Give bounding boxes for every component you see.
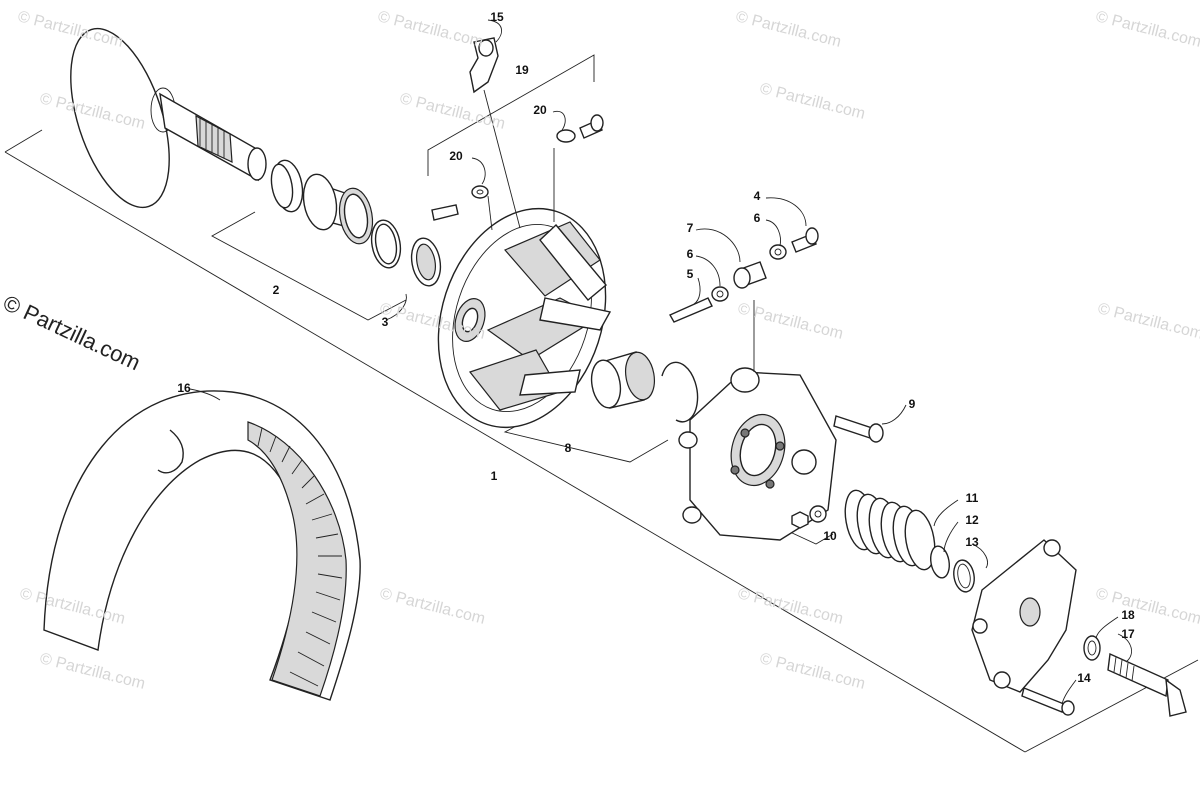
- callout-4: 4: [753, 189, 761, 203]
- assembly-bracket: [4, 129, 1199, 753]
- callout-17: 17: [1121, 627, 1135, 641]
- bolt-17: [1083, 635, 1187, 717]
- rings-12-13: [930, 545, 975, 593]
- spring: [844, 489, 936, 571]
- callout-12: 12: [965, 513, 979, 527]
- callout-10: 10: [823, 529, 837, 543]
- cover-plate: [678, 300, 837, 541]
- callout-14: 14: [1077, 671, 1091, 685]
- bushing-stack: [270, 159, 442, 287]
- roller-stack: [669, 227, 819, 323]
- callout-9: 9: [908, 397, 916, 411]
- callout-11: 11: [965, 491, 979, 505]
- callout-7: 7: [686, 221, 694, 235]
- callout-13: 13: [965, 535, 979, 549]
- callout-2: 2: [272, 283, 280, 297]
- callout-20-left: 20: [449, 149, 463, 163]
- cam-weight: [469, 37, 521, 229]
- bracket-2: [211, 211, 407, 321]
- leader-lines: [189, 19, 1133, 705]
- callout-6-right: 6: [753, 211, 761, 225]
- callout-5: 5: [686, 267, 694, 281]
- callout-8: 8: [564, 441, 572, 455]
- bolt-9: [833, 415, 884, 443]
- callout-15: 15: [490, 10, 504, 24]
- callout-6-left: 6: [686, 247, 694, 261]
- screw-top: [553, 114, 604, 222]
- nut-washer-10: [791, 505, 827, 529]
- pin-left: [431, 185, 493, 231]
- callout-16: 16: [177, 381, 191, 395]
- bolt-14: [1021, 687, 1075, 716]
- callout-19: 19: [515, 63, 529, 77]
- fixed-sheave: [70, 27, 267, 209]
- bushing-snapring: [590, 351, 699, 423]
- callout-1: 1: [490, 469, 498, 483]
- callout-18: 18: [1121, 608, 1135, 622]
- movable-sheave: [437, 207, 612, 429]
- bracket-19: [427, 54, 595, 176]
- callout-20-top: 20: [533, 103, 547, 117]
- drive-belt: [43, 390, 361, 701]
- end-plate: [971, 539, 1077, 693]
- callout-3: 3: [381, 315, 389, 329]
